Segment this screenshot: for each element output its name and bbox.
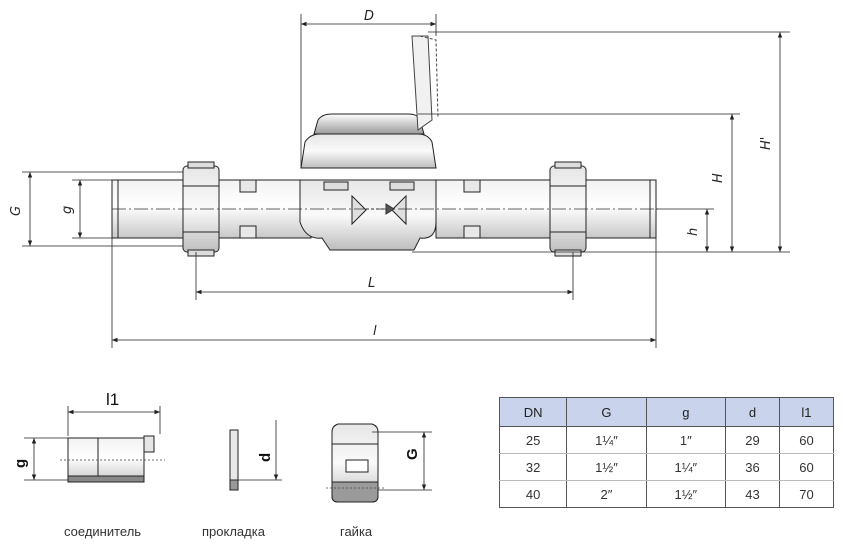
table-cell: 40 [498,480,568,508]
table-cell: 70 [778,480,835,508]
header-dn: DN [498,397,568,427]
table-cell: 1″ [645,426,727,454]
meter-lid [411,35,433,131]
gasket-dim-d: d [257,453,274,462]
table-cell: 1¼″ [566,426,647,454]
header-G: G [566,397,647,427]
spec-table: DN G g d l1 25 1¼″ 1″ 29 60 32 1½″ 1¼″ 3… [498,397,835,508]
dim-label-H: H [711,173,726,183]
table-cell: 32 [498,453,568,481]
table-row: 40 2″ 1½″ 43 70 [498,480,835,508]
dim-label-g: g [60,206,75,214]
gasket-part [229,429,239,491]
connector-dim-l1: l1 [106,390,119,409]
table-cell: 36 [725,453,780,481]
main-meter [111,35,658,257]
table-cell: 1½″ [566,453,647,481]
header-g: g [645,397,727,427]
table-row: 32 1½″ 1¼″ 36 60 [498,453,835,481]
flow-arrow [366,203,395,215]
dim-label-H-prime: H' [759,137,774,150]
table-cell: 1¼″ [645,453,727,481]
header-l1: l1 [778,397,835,427]
connector-dims [24,406,161,481]
header-d: d [725,397,780,427]
dim-label-L: L [368,276,375,291]
table-cell: 43 [725,480,780,508]
connector-part [60,435,165,483]
dim-label-h: h [686,228,701,236]
register-housing [300,133,437,169]
table-cell: 60 [778,453,835,481]
gasket-caption: прокладка [202,524,266,539]
connector-dim-g: g [12,459,29,468]
table-header-row: DN G g d l1 [498,397,835,427]
table-cell: 25 [498,426,568,454]
dim-label-G: G [9,206,24,216]
nut-part [326,423,384,503]
table-cell: 29 [725,426,780,454]
register-cap [313,113,425,135]
nut-dims [372,431,432,491]
nut-dim-G: G [404,448,421,460]
connector-caption: соединитель [64,524,141,539]
nut-caption: гайка [340,524,373,539]
table-cell: 2″ [566,480,647,508]
dim-label-D: D [364,9,374,24]
meter-body [299,179,437,251]
gasket-dims [238,420,282,481]
table-row: 25 1¼″ 1″ 29 60 [498,426,835,454]
table-cell: 60 [778,426,835,454]
table-cell: 1½″ [645,480,727,508]
dimension-lines [22,14,790,348]
dim-label-l: l [373,324,377,339]
